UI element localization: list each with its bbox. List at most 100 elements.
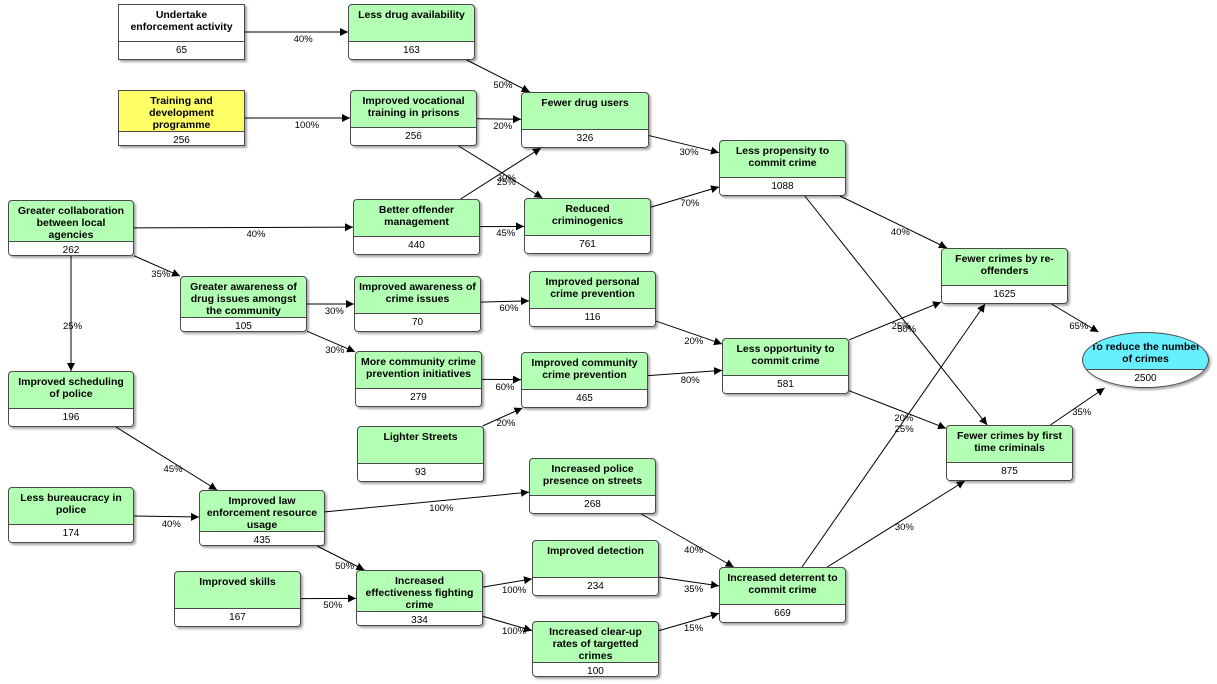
edge-weight-label: 65% — [1069, 321, 1089, 333]
connector-arrow — [133, 255, 181, 277]
node-label: Less bureaucracy in police — [20, 492, 122, 516]
node-fewer-crimes-by-first-time-criminals[interactable]: Fewer crimes by first time criminals 875 — [946, 425, 1073, 481]
edge-weight-label: 20% — [493, 121, 513, 133]
edge-weight-label: 40% — [890, 226, 910, 238]
connector-arrow — [848, 301, 942, 341]
node-label: Improved law enforcement resource usage — [206, 495, 318, 531]
node-value: 761 — [525, 235, 650, 253]
edge-weight-label: 70% — [680, 197, 700, 209]
edge-weight-label: 15% — [684, 623, 704, 635]
connector-arrow — [658, 611, 720, 632]
node-label: Better offender management — [378, 204, 455, 228]
node-less-bureaucracy-in-police[interactable]: Less bureaucracy in police 174 — [8, 487, 134, 543]
node-label: Increased effectiveness fighting crime — [365, 575, 474, 611]
node-increased-clear-up-rates[interactable]: Increased clear-up rates of targetted cr… — [532, 621, 659, 677]
edge-weight-label: 40% — [684, 545, 704, 557]
node-value: 105 — [181, 317, 306, 331]
edge-weight-label: 35% — [1072, 406, 1092, 418]
node-label: Improved awareness of crime issues — [359, 281, 476, 305]
node-improved-vocational-training[interactable]: Improved vocational training in prisons 2… — [350, 90, 477, 146]
node-value: 116 — [530, 308, 655, 326]
node-value: 100 — [533, 662, 658, 676]
node-value: 268 — [530, 495, 655, 513]
node-value: 1088 — [720, 177, 845, 195]
edge-weight-label: 25% — [894, 424, 914, 436]
node-value: 875 — [947, 462, 1072, 480]
node-improved-personal-crime-prevention[interactable]: Improved personal crime prevention 116 — [529, 271, 656, 327]
node-value: 581 — [723, 375, 848, 393]
edge-weight-label: 30% — [894, 521, 914, 533]
node-label: To reduce the number of crimes — [1090, 341, 1201, 365]
connector-arrow — [1051, 303, 1099, 333]
node-less-drug-availability[interactable]: Less drug availability 163 — [348, 4, 475, 60]
node-label: Greater awareness of drug issues amongst… — [190, 281, 297, 317]
edge-weight-label: 40% — [161, 518, 181, 530]
node-value: 2500 — [1083, 369, 1208, 387]
node-less-opportunity-to-commit-crime[interactable]: Less opportunity to commit crime 581 — [722, 338, 849, 394]
node-less-propensity-to-commit-crime[interactable]: Less propensity to commit crime 1088 — [719, 140, 846, 196]
edge-weight-label: 40% — [246, 229, 266, 241]
node-value: 256 — [351, 127, 476, 145]
node-label: Improved skills — [199, 576, 276, 588]
connector-arrow — [804, 195, 988, 426]
node-label: Fewer crimes by first time criminals — [956, 430, 1063, 454]
node-value: 435 — [200, 531, 324, 545]
node-label: Less propensity to commit crime — [735, 145, 830, 169]
connector-arrow — [650, 185, 720, 208]
node-label: Less drug availability — [358, 9, 465, 21]
node-label: Less opportunity to commit crime — [736, 343, 835, 367]
connector-arrow — [316, 545, 365, 571]
connector-arrow — [466, 59, 531, 93]
connector-arrow — [460, 147, 542, 200]
node-label: Improved personal crime prevention — [545, 276, 640, 300]
node-greater-awareness-of-drug-issues[interactable]: Greater awareness of drug issues amongst… — [180, 276, 307, 332]
edge-weight-label: 30% — [496, 172, 516, 184]
connector-arrow — [848, 390, 947, 430]
edge-weight-label: 20% — [894, 413, 914, 425]
edge-weight-label: 50% — [493, 79, 513, 91]
node-value: 196 — [9, 408, 133, 426]
edge-weight-label: 45% — [163, 463, 183, 475]
node-value: 326 — [522, 129, 648, 147]
connector-arrow — [476, 115, 522, 124]
node-value: 174 — [9, 524, 133, 542]
edge-weight-label: 100% — [429, 503, 454, 515]
node-label: Training and development programme — [149, 95, 214, 131]
edge-weight-label: 30% — [324, 306, 344, 317]
connector-arrow — [1050, 387, 1105, 426]
node-label: Improved vocational training in prisons — [362, 95, 465, 119]
edge-weight-label: 25% — [63, 321, 83, 333]
edge-weight-label: 100% — [501, 584, 527, 596]
node-to-reduce-the-number-of-crimes[interactable]: To reduce the number of crimes 2500 — [1082, 332, 1209, 388]
edge-weight-label: 20% — [496, 418, 516, 430]
edge-weight-label: 80% — [680, 374, 700, 386]
node-label: Improved detection — [547, 545, 644, 557]
connector-arrow — [482, 576, 533, 588]
node-value: 334 — [357, 611, 482, 625]
node-more-community-crime-prevention[interactable]: More community crime prevention initiati… — [355, 351, 482, 407]
node-value: 1625 — [942, 285, 1067, 303]
connector-arrow — [458, 145, 543, 199]
node-greater-collaboration[interactable]: Greater collaboration between local agen… — [8, 200, 134, 256]
node-increased-police-presence[interactable]: Increased police presence on streets 268 — [529, 458, 656, 514]
node-label: Improved community crime prevention — [531, 357, 638, 381]
node-value: 163 — [349, 41, 474, 59]
edge-weight-label: 50% — [897, 323, 917, 335]
edge-weight-label: 30% — [679, 146, 699, 158]
node-label: Increased police presence on streets — [542, 463, 643, 487]
